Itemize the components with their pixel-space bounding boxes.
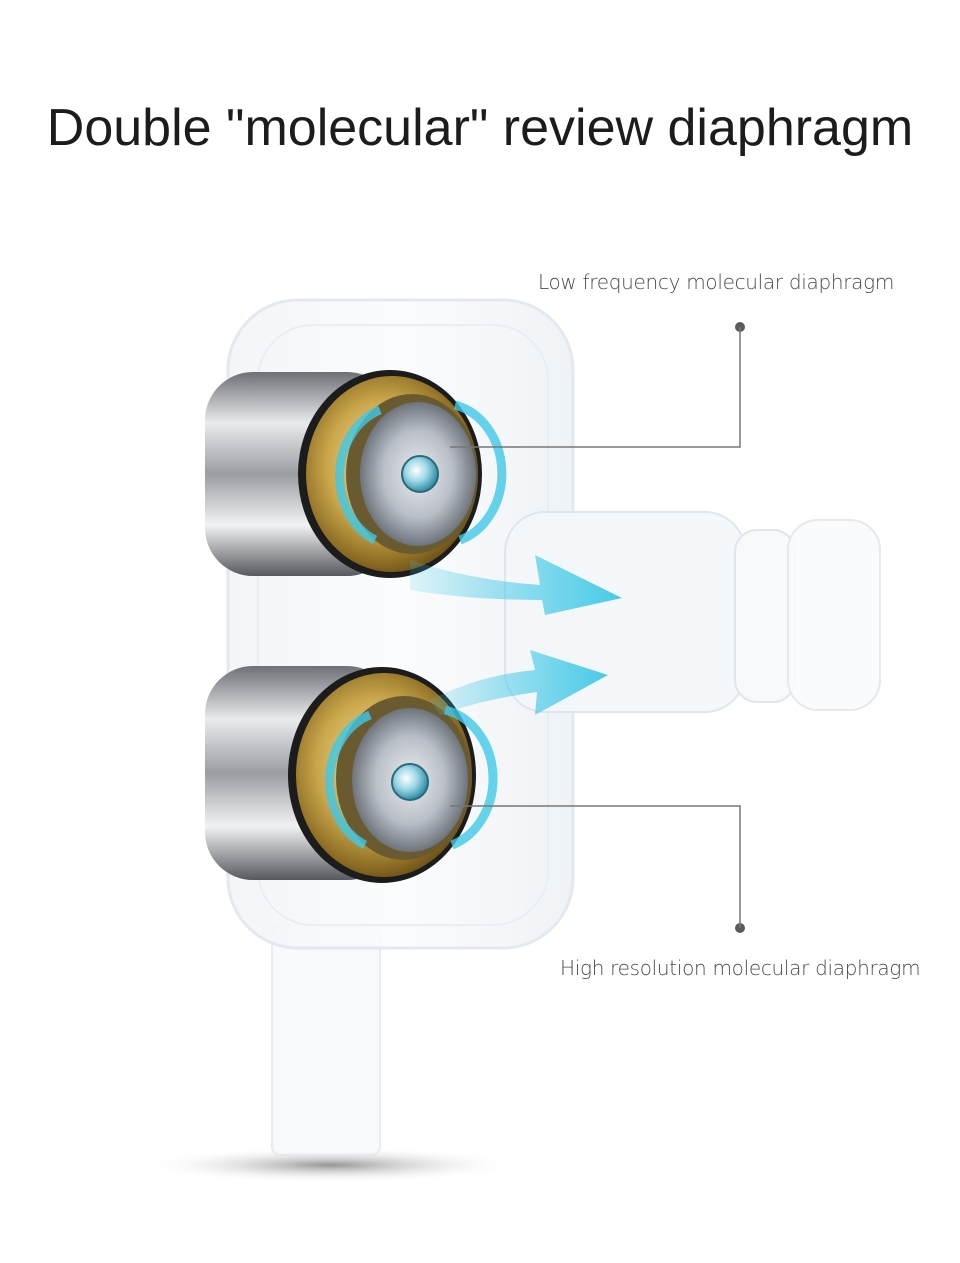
callout-line-low xyxy=(450,322,745,448)
callout-high-resolution: High resolution molecular diaphragm xyxy=(560,956,921,980)
floor-shadow xyxy=(140,1147,520,1183)
callout-line-high xyxy=(450,805,745,933)
cable xyxy=(271,924,381,1156)
sound-flow-arrows xyxy=(410,555,622,715)
page-title: Double "molecular" review diaphragm xyxy=(46,99,914,157)
driver-high-resolution xyxy=(205,666,498,883)
callout-low-frequency: Low frequency molecular diaphragm xyxy=(538,270,894,294)
driver-low-frequency xyxy=(205,370,507,578)
